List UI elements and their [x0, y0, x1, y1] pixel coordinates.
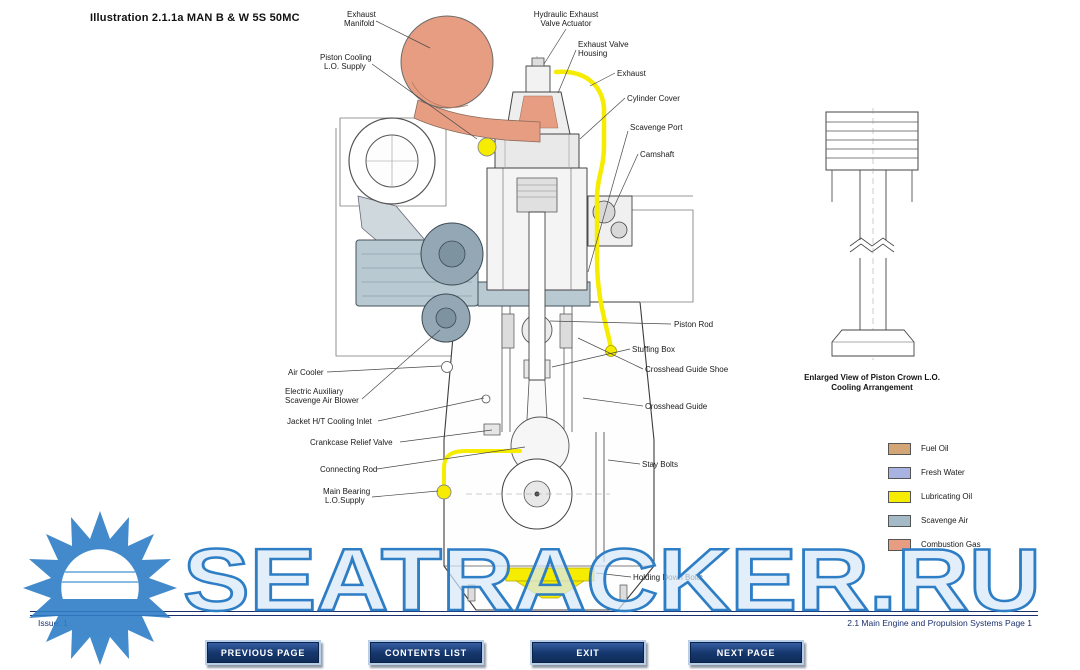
label-exhaust-valve-housing-2: Housing: [578, 49, 607, 58]
legend-label-fresh-water: Fresh Water: [921, 468, 965, 477]
previous-page-button[interactable]: PREVIOUS PAGE: [205, 640, 321, 665]
footer-issue: Issue: 1: [38, 618, 68, 628]
engine-cross-section: [335, 15, 694, 611]
label-exhaust-manifold: Exhaust: [347, 10, 377, 19]
legend-item-scavenge-air: Scavenge Air: [888, 514, 981, 527]
label-stuffing-box: Stuffing Box: [632, 345, 675, 354]
label-exhaust-valve-housing: Exhaust Valve: [578, 40, 629, 49]
legend-label-lubricating-oil: Lubricating Oil: [921, 492, 973, 501]
label-crankcase-relief-valve: Crankcase Relief Valve: [310, 438, 393, 447]
label-camshaft: Camshaft: [640, 150, 675, 159]
footer-rule-2: [30, 615, 1038, 616]
exit-button[interactable]: EXIT: [530, 640, 646, 665]
footer-section: 2.1 Main Engine and Propulsion Systems P…: [847, 618, 1032, 628]
label-piston-cooling-lo-supply: Piston Cooling: [320, 53, 372, 62]
legend-label-combustion-gas: Combustion Gas: [921, 540, 981, 549]
label-holding-down-bolts: Holding Down Bolts: [633, 573, 703, 582]
legend-swatch-fresh-water: [888, 466, 911, 479]
enlarged-piston-view: [825, 108, 919, 360]
label-electric-auxiliary-scavenge-air-blower: Electric Auxiliary: [285, 387, 343, 396]
label-stay-bolts: Stay Bolts: [642, 460, 678, 469]
enlarged-view-caption: Enlarged View of Piston Crown L.O.: [804, 373, 940, 382]
label-cylinder-cover: Cylinder Cover: [627, 94, 680, 103]
next-page-button[interactable]: NEXT PAGE: [688, 640, 804, 665]
label-main-bearing-lo-supply-2: L.O.Supply: [325, 496, 365, 505]
label-hydraulic-exhaust-valve-actuator: Hydraulic Exhaust: [534, 10, 599, 19]
label-piston-rod: Piston Rod: [674, 320, 713, 329]
label-connecting-rod: Connecting Rod: [320, 465, 377, 474]
legend-item-fresh-water: Fresh Water: [888, 466, 981, 479]
leader-lines: [326, 20, 672, 578]
label-crosshead-guide-shoe: Crosshead Guide Shoe: [645, 365, 729, 374]
label-electric-auxiliary-scavenge-air-blower-2: Scavenge Air Blower: [285, 396, 359, 405]
label-air-cooler: Air Cooler: [288, 368, 324, 377]
legend-item-combustion-gas: Combustion Gas: [888, 538, 981, 551]
label-scavenge-port: Scavenge Port: [630, 123, 683, 132]
label-exhaust-manifold-2: Manifold: [344, 19, 374, 28]
contents-list-button[interactable]: CONTENTS LIST: [368, 640, 484, 665]
legend-swatch-lubricating-oil: [888, 490, 911, 503]
label-main-bearing-lo-supply: Main Bearing: [323, 487, 370, 496]
legend-swatch-scavenge-air: [888, 514, 911, 527]
label-piston-cooling-lo-supply-2: L.O. Supply: [324, 62, 366, 71]
legend-swatch-combustion-gas: [888, 538, 911, 551]
label-crosshead-guide: Crosshead Guide: [645, 402, 708, 411]
legend-label-fuel-oil: Fuel Oil: [921, 444, 949, 453]
footer-rule: [30, 611, 1038, 612]
label-hydraulic-exhaust-valve-actuator-2: Valve Actuator: [541, 19, 592, 28]
legend-label-scavenge-air: Scavenge Air: [921, 516, 969, 525]
enlarged-view-caption-2: Cooling Arrangement: [831, 383, 913, 392]
part-labels: Exhaust Manifold Piston Cooling L.O. Sup…: [285, 10, 940, 582]
legend: Fuel Oil Fresh Water Lubricating Oil Sca…: [888, 442, 981, 551]
illustration-title: Illustration 2.1.1a MAN B & W 5S 50MC: [90, 12, 300, 24]
legend-swatch-fuel-oil: [888, 442, 911, 455]
label-exhaust: Exhaust: [617, 69, 647, 78]
label-jacket-ht-cooling-inlet: Jacket H/T Cooling Inlet: [287, 417, 373, 426]
legend-item-fuel-oil: Fuel Oil: [888, 442, 981, 455]
legend-item-lubricating-oil: Lubricating Oil: [888, 490, 981, 503]
